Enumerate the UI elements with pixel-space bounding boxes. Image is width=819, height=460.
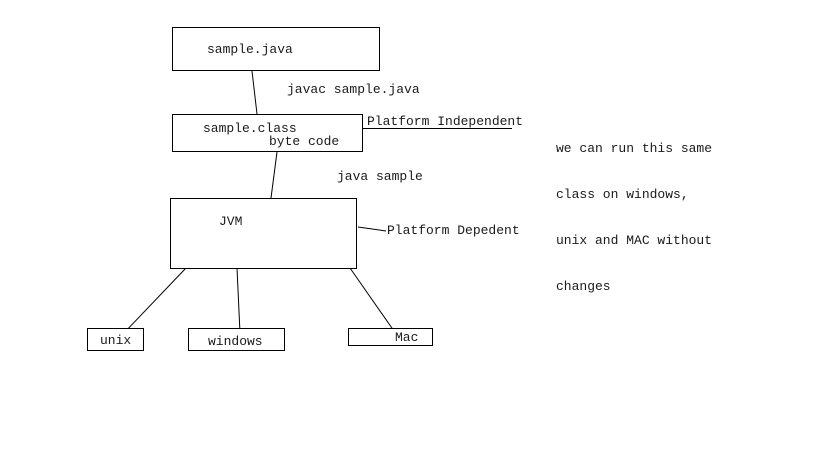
edge-jvm-to-mac [349,267,395,332]
annotation-platform-independent: Platform Independent [367,114,524,129]
node-mac: Mac [348,328,433,346]
node-sample-class: sample.class byte code [172,114,363,152]
side-note-line-3: unix and MAC without [556,233,713,248]
edge-samplejava-to-sampleclass [251,70,258,115]
node-sample-java-label: sample.java [207,42,293,57]
edge-jvm-to-platform-dependent [357,226,387,232]
annotation-platform-dependent: Platform Depedent [387,223,520,238]
edge-label-javac-command: javac sample.java [287,82,420,97]
side-note-line-1: we can run this same [556,141,713,156]
node-jvm-label: JVM [219,214,243,229]
node-sample-class-label: sample.class [203,121,297,136]
node-byte-code-label: byte code [269,134,340,149]
node-jvm: JVM [170,198,357,269]
edge-sampleclass-to-jvm [270,151,278,199]
node-windows-label: windows [208,334,263,349]
side-note-line-4: changes [556,279,611,294]
node-unix: unix [87,328,144,351]
node-windows: windows [188,328,285,351]
node-unix-label: unix [100,333,132,348]
node-sample-java: sample.java [172,27,380,71]
edge-jvm-to-unix [122,267,187,335]
side-note: we can run this same class on windows, u… [556,111,712,325]
node-mac-label: Mac [395,330,419,345]
edge-jvm-to-windows [236,267,241,334]
side-note-line-2: class on windows, [556,187,689,202]
edge-label-java-command: java sample [337,169,423,184]
